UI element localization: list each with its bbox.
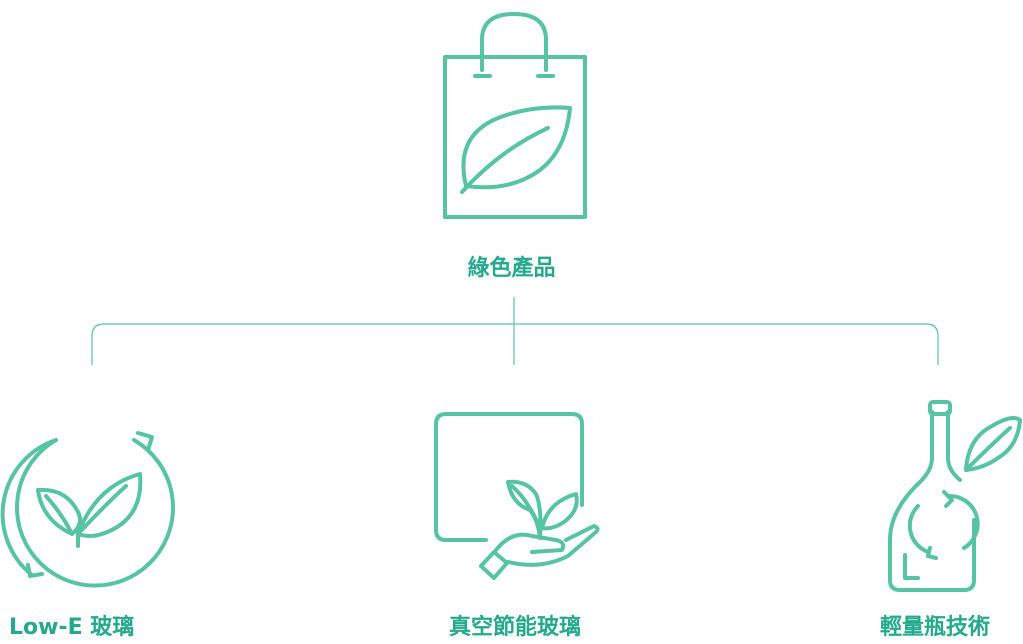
child-label-low-e: Low-E 玻璃 (9, 615, 135, 640)
child-label-lightweight-bottle: 輕量瓶技術 (880, 615, 991, 640)
hand-sprout-glass-icon (430, 408, 610, 588)
bottle-recycle-leaf-icon (880, 396, 1023, 596)
shopping-bag-leaf-icon (440, 12, 590, 222)
child-label-vacuum-glass: 真空節能玻璃 (448, 615, 581, 640)
root-label: 綠色產品 (467, 256, 556, 281)
connector-horizontal (91, 323, 939, 365)
recycle-leaves-icon (0, 430, 176, 588)
